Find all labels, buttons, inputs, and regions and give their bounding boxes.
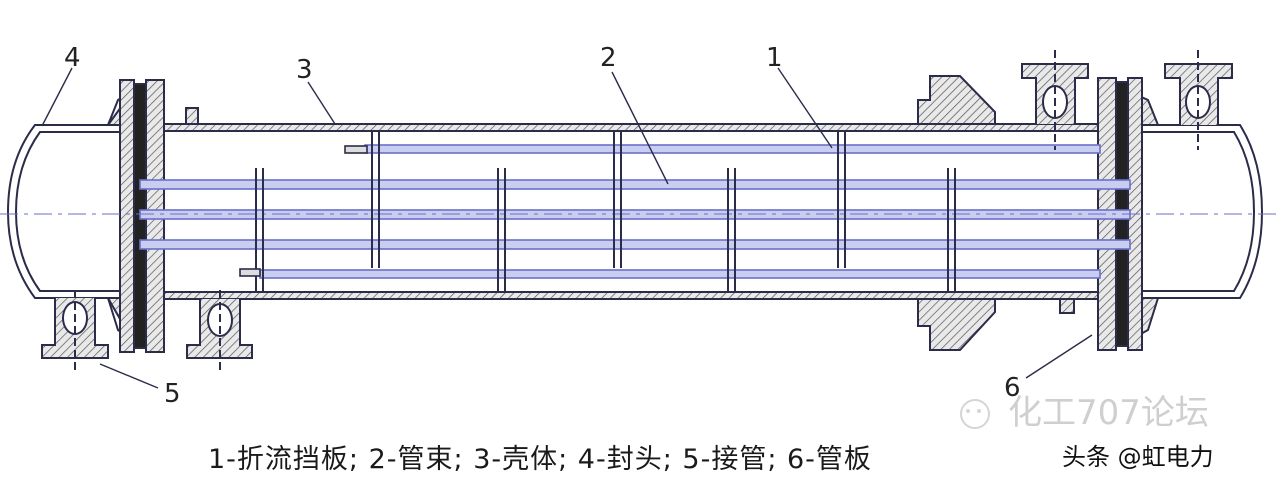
callout-5: 5 — [164, 379, 181, 409]
callout-2: 2 — [600, 43, 617, 73]
nozzles — [41, 50, 1233, 372]
callout-6: 6 — [1004, 373, 1021, 403]
callout-3: 3 — [296, 55, 313, 85]
baffles — [255, 131, 956, 292]
tie-rods — [239, 145, 368, 277]
callout-1: 1 — [766, 43, 783, 73]
vent-port — [185, 107, 199, 125]
leader-lines — [41, 67, 1093, 389]
right-head — [1129, 90, 1264, 342]
watermark-text: 化工707论坛 — [1008, 393, 1209, 433]
watermark: 化工707论坛 — [960, 393, 1209, 433]
tube-bundle — [139, 144, 1131, 279]
legend-caption: 1-折流挡板; 2-管束; 3-壳体; 4-封头; 5-接管; 6-管板 — [208, 444, 872, 475]
saddle-supports — [917, 75, 1075, 351]
callout-4: 4 — [64, 43, 81, 73]
source-credit: 头条 @虹电力 — [1062, 443, 1214, 471]
